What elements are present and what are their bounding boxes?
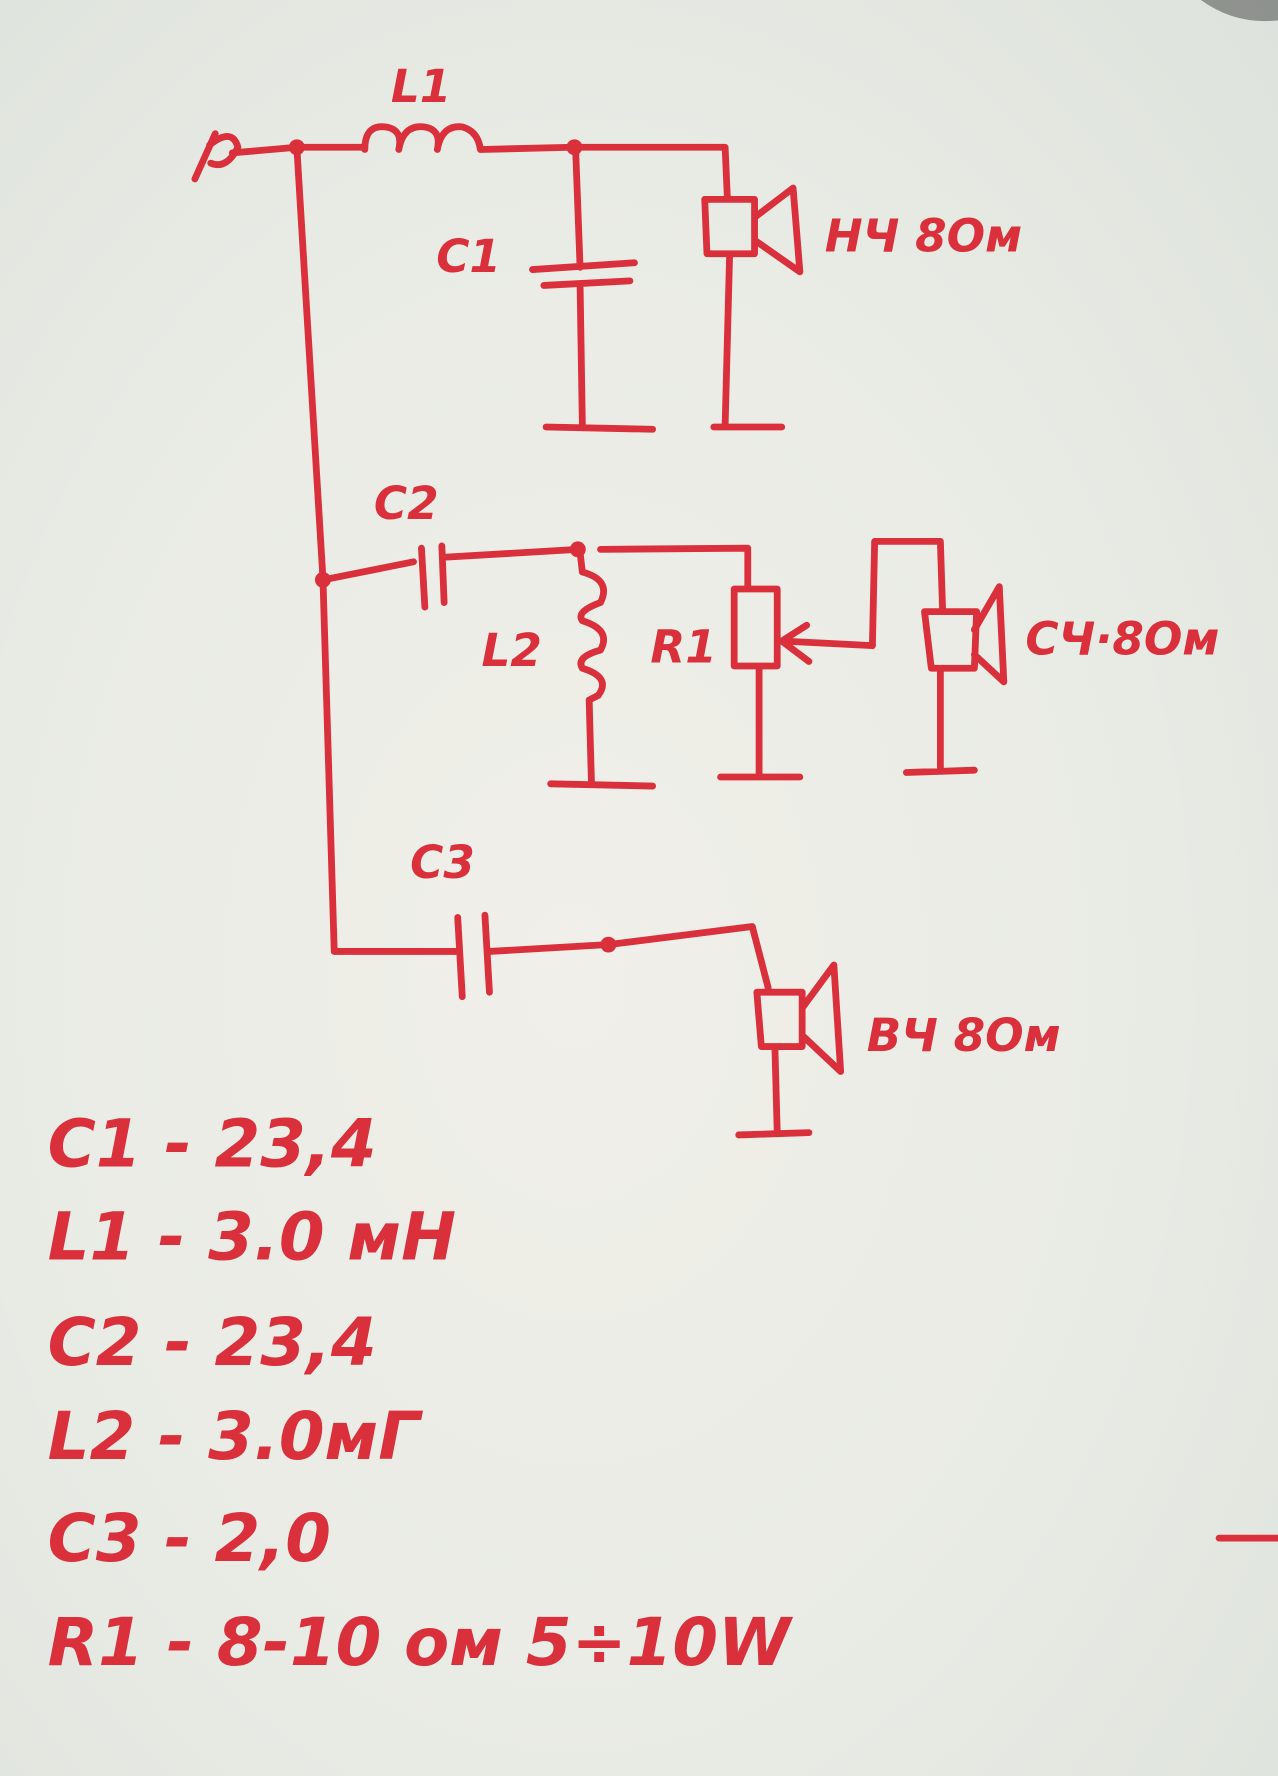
corner-shadow — [1200, 0, 1278, 22]
value-r1: R1 - 8-10 ом 5÷10W — [48, 1605, 794, 1681]
value-l2: L2 - 3.0мГ — [48, 1399, 424, 1475]
component-value-list: C1 - 23,4 L1 - 3.0 мН C2 - 23,4 L2 - 3.0… — [48, 1107, 794, 1681]
value-l1: L1 - 3.0 мН — [48, 1200, 457, 1276]
speaker-high-icon — [605, 923, 845, 1139]
capacitor-c1 — [529, 143, 656, 433]
resistor-r1 — [597, 544, 876, 781]
value-c3: C3 - 2,0 — [48, 1501, 331, 1577]
label-l1: L1 — [391, 60, 451, 113]
value-c1: C1 - 23,4 — [48, 1107, 377, 1183]
capacitor-c2 — [319, 541, 586, 611]
speaker-mid-icon — [868, 538, 1008, 776]
label-speaker-low: НЧ 8Ом — [825, 209, 1022, 262]
value-c2: C2 - 23,4 — [48, 1305, 377, 1381]
label-speaker-high: ВЧ 8Ом — [867, 1009, 1061, 1062]
label-speaker-mid: СЧ·8Ом — [1025, 613, 1219, 666]
capacitor-c3 — [454, 911, 617, 1001]
label-c2: C2 — [374, 477, 439, 530]
inductor-l2 — [547, 549, 656, 790]
label-c3: C3 — [410, 836, 475, 889]
label-c1: C1 — [436, 230, 501, 283]
input-terminal — [191, 130, 242, 183]
speaker-low-icon — [571, 143, 804, 431]
inductor-l1 — [361, 123, 583, 156]
label-l2: L2 — [482, 624, 542, 677]
label-r1: R1 — [650, 621, 716, 674]
